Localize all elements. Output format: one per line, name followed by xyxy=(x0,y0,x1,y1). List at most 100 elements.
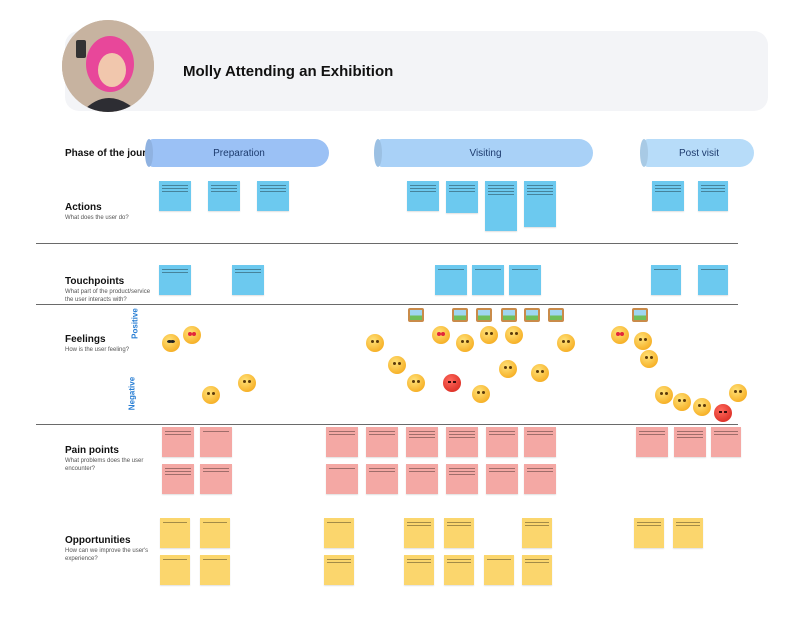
touchpoint-sticky-note[interactable] xyxy=(435,265,467,295)
action-sticky-note[interactable] xyxy=(257,181,289,211)
picture-frame-icon xyxy=(452,308,468,322)
pain-point-sticky-note[interactable] xyxy=(162,427,194,457)
action-sticky-note[interactable] xyxy=(524,181,556,227)
touchpoint-sticky-note[interactable] xyxy=(232,265,264,295)
persona-avatar xyxy=(62,20,154,112)
pain-point-sticky-note[interactable] xyxy=(366,427,398,457)
picture-frame-icon xyxy=(476,308,492,322)
picture-frame-icon xyxy=(548,308,564,322)
phase-post-visit[interactable]: Post visit xyxy=(644,139,754,167)
touchpoints-row-label: Touchpoints xyxy=(65,276,125,287)
sad-face-icon xyxy=(693,398,711,416)
opportunity-sticky-note[interactable] xyxy=(522,555,552,585)
action-sticky-note[interactable] xyxy=(159,181,191,211)
opportunity-sticky-note[interactable] xyxy=(404,518,434,548)
row-divider xyxy=(36,304,738,305)
opportunity-sticky-note[interactable] xyxy=(324,555,354,585)
negative-axis-label: Negative xyxy=(127,376,137,411)
action-sticky-note[interactable] xyxy=(698,181,728,211)
sad-face-icon xyxy=(531,364,549,382)
picture-frame-icon xyxy=(408,308,424,322)
page-title: Molly Attending an Exhibition xyxy=(183,63,394,80)
smiling-face-icon xyxy=(480,326,498,344)
pain-point-sticky-note[interactable] xyxy=(406,464,438,494)
pain-points-row-label: Pain points xyxy=(65,445,119,456)
picture-frame-icon xyxy=(524,308,540,322)
persona-header xyxy=(65,31,768,111)
feelings-row-subtitle: How is the user feeling? xyxy=(65,347,130,353)
smiling-face-icon xyxy=(456,334,474,352)
opportunity-sticky-note[interactable] xyxy=(444,555,474,585)
smiling-face-icon xyxy=(557,334,575,352)
pain-point-sticky-note[interactable] xyxy=(326,427,358,457)
opportunity-sticky-note[interactable] xyxy=(200,518,230,548)
action-sticky-note[interactable] xyxy=(485,181,517,231)
pain-point-sticky-note[interactable] xyxy=(524,464,556,494)
action-sticky-note[interactable] xyxy=(652,181,684,211)
angry-face-icon xyxy=(714,404,732,422)
smiling-face-icon xyxy=(505,326,523,344)
sad-face-icon xyxy=(729,384,747,402)
feelings-row-label: Feelings xyxy=(65,334,106,345)
pain-point-sticky-note[interactable] xyxy=(162,464,194,494)
touchpoints-row-subtitle: What part of the product/service the use… xyxy=(65,289,151,303)
opportunity-sticky-note[interactable] xyxy=(522,518,552,548)
smiling-face-icon xyxy=(238,374,256,392)
opportunity-sticky-note[interactable] xyxy=(673,518,703,548)
actions-row-subtitle: What does the user do? xyxy=(65,215,129,221)
smiling-face-icon xyxy=(407,374,425,392)
opportunity-sticky-note[interactable] xyxy=(404,555,434,585)
touchpoint-sticky-note[interactable] xyxy=(698,265,728,295)
opportunity-sticky-note[interactable] xyxy=(634,518,664,548)
pain-point-sticky-note[interactable] xyxy=(366,464,398,494)
pain-point-sticky-note[interactable] xyxy=(674,427,706,457)
phase-preparation[interactable]: Preparation xyxy=(149,139,329,167)
opportunity-sticky-note[interactable] xyxy=(200,555,230,585)
smiling-face-icon xyxy=(366,334,384,352)
heart-eyes-icon xyxy=(183,326,201,344)
opportunities-row-subtitle: How can we improve the user's experience… xyxy=(65,548,149,562)
pain-point-sticky-note[interactable] xyxy=(406,427,438,457)
pain-point-sticky-note[interactable] xyxy=(200,464,232,494)
pain-point-sticky-note[interactable] xyxy=(446,427,478,457)
sad-face-icon xyxy=(640,350,658,368)
touchpoint-sticky-note[interactable] xyxy=(509,265,541,295)
phase-row-label: Phase of the journey xyxy=(65,148,164,159)
pain-points-row-subtitle: What problems does the user encounter? xyxy=(65,458,144,472)
pain-point-sticky-note[interactable] xyxy=(446,464,478,494)
action-sticky-note[interactable] xyxy=(407,181,439,211)
opportunity-sticky-note[interactable] xyxy=(324,518,354,548)
positive-axis-label: Positive xyxy=(130,308,140,339)
pain-point-sticky-note[interactable] xyxy=(200,427,232,457)
actions-row-label: Actions xyxy=(65,202,102,213)
pain-point-sticky-note[interactable] xyxy=(326,464,358,494)
smiling-face-icon xyxy=(499,360,517,378)
opportunity-sticky-note[interactable] xyxy=(484,555,514,585)
pain-point-sticky-note[interactable] xyxy=(711,427,741,457)
pain-point-sticky-note[interactable] xyxy=(486,427,518,457)
sad-face-icon xyxy=(673,393,691,411)
opportunity-sticky-note[interactable] xyxy=(444,518,474,548)
heart-eyes-icon xyxy=(611,326,629,344)
action-sticky-note[interactable] xyxy=(208,181,240,211)
row-divider xyxy=(36,424,738,425)
picture-frame-icon xyxy=(632,308,648,322)
action-sticky-note[interactable] xyxy=(446,181,478,213)
heart-eyes-icon xyxy=(432,326,450,344)
touchpoint-sticky-note[interactable] xyxy=(651,265,681,295)
sad-face-icon xyxy=(655,386,673,404)
angry-face-icon xyxy=(443,374,461,392)
touchpoint-sticky-note[interactable] xyxy=(159,265,191,295)
pain-point-sticky-note[interactable] xyxy=(524,427,556,457)
smiling-face-icon xyxy=(634,332,652,350)
row-divider xyxy=(36,243,738,244)
phase-visiting[interactable]: Visiting xyxy=(378,139,593,167)
touchpoint-sticky-note[interactable] xyxy=(472,265,504,295)
opportunity-sticky-note[interactable] xyxy=(160,555,190,585)
pain-point-sticky-note[interactable] xyxy=(636,427,668,457)
picture-frame-icon xyxy=(501,308,517,322)
pain-point-sticky-note[interactable] xyxy=(486,464,518,494)
sunglasses-face-icon xyxy=(162,334,180,352)
opportunities-row-label: Opportunities xyxy=(65,535,131,546)
opportunity-sticky-note[interactable] xyxy=(160,518,190,548)
